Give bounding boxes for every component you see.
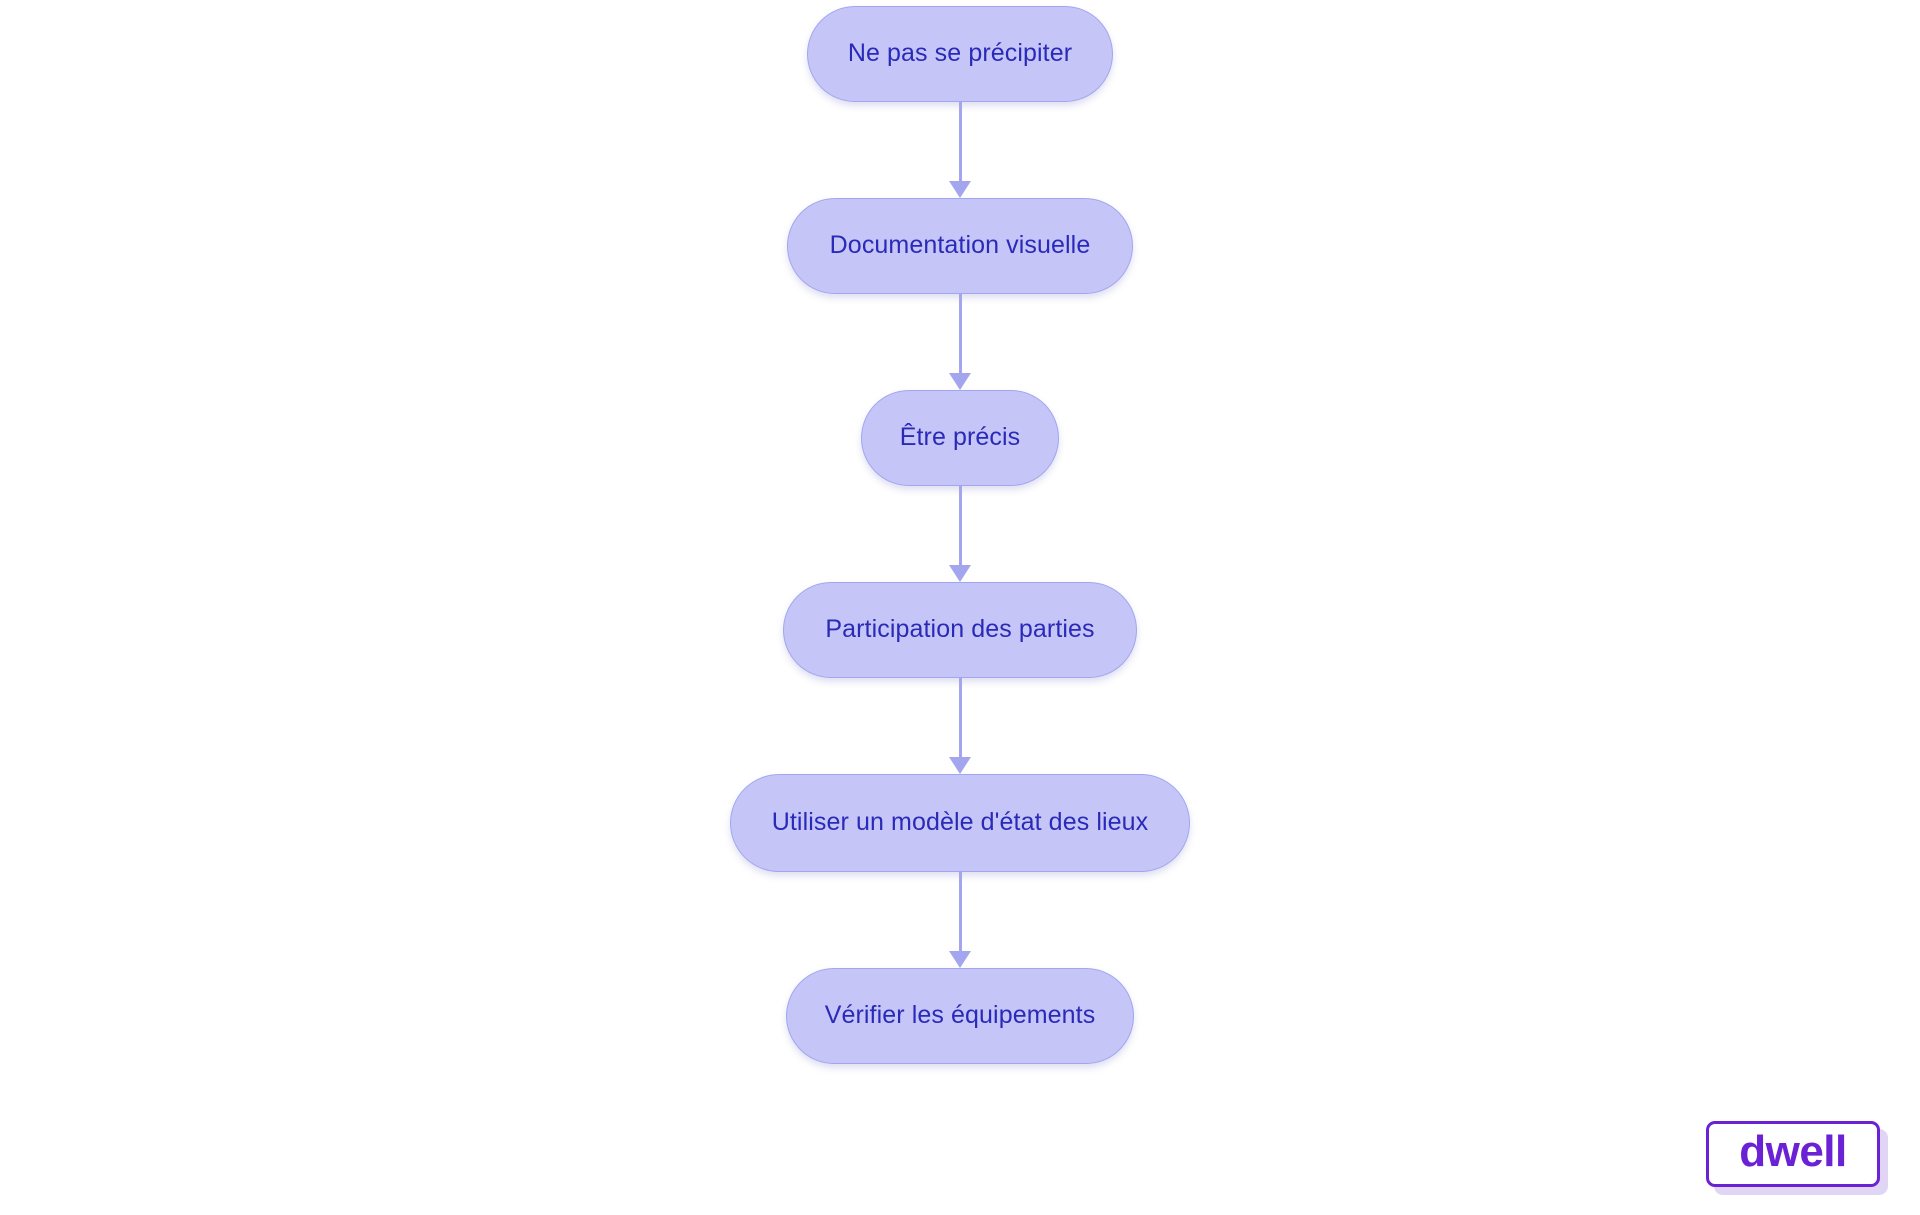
arrow-head-icon <box>949 373 971 390</box>
flow-node-label: Utiliser un modèle d'état des lieux <box>771 807 1149 836</box>
arrow-stem <box>958 294 962 374</box>
flow-arrow-0-1 <box>940 102 980 198</box>
arrow-head-icon <box>949 951 971 968</box>
logo-wordmark: dwell <box>1739 1127 1847 1176</box>
flowchart-container: Ne pas se précipiter Documentation visue… <box>0 6 1920 1064</box>
flow-node-label: Vérifier les équipements <box>824 1000 1096 1029</box>
flow-arrow-4-5 <box>940 872 980 968</box>
arrow-stem <box>958 102 962 182</box>
arrow-stem <box>958 872 962 952</box>
flow-arrow-1-2 <box>940 294 980 390</box>
arrow-stem <box>958 486 962 566</box>
flow-node-etre-precis[interactable]: Être précis <box>861 390 1059 486</box>
flow-arrow-2-3 <box>940 486 980 582</box>
flow-node-label: Participation des parties <box>825 614 1095 643</box>
flow-node-participation-des-parties[interactable]: Participation des parties <box>783 582 1137 678</box>
arrow-head-icon <box>949 757 971 774</box>
flow-node-documentation-visuelle[interactable]: Documentation visuelle <box>787 198 1133 294</box>
flow-node-label: Ne pas se précipiter <box>847 38 1073 67</box>
arrow-head-icon <box>949 181 971 198</box>
dwell-logo[interactable]: dwell <box>1706 1121 1888 1195</box>
flow-node-label: Être précis <box>899 422 1021 451</box>
arrow-head-icon <box>949 565 971 582</box>
logo-box: dwell <box>1706 1121 1880 1187</box>
flow-node-utiliser-un-modele-detat-des-lieux[interactable]: Utiliser un modèle d'état des lieux <box>730 774 1190 872</box>
flow-arrow-3-4 <box>940 678 980 774</box>
flow-node-ne-pas-se-precipiter[interactable]: Ne pas se précipiter <box>807 6 1113 102</box>
arrow-stem <box>958 678 962 758</box>
flow-node-label: Documentation visuelle <box>829 230 1091 259</box>
flow-node-verifier-les-equipements[interactable]: Vérifier les équipements <box>786 968 1134 1064</box>
